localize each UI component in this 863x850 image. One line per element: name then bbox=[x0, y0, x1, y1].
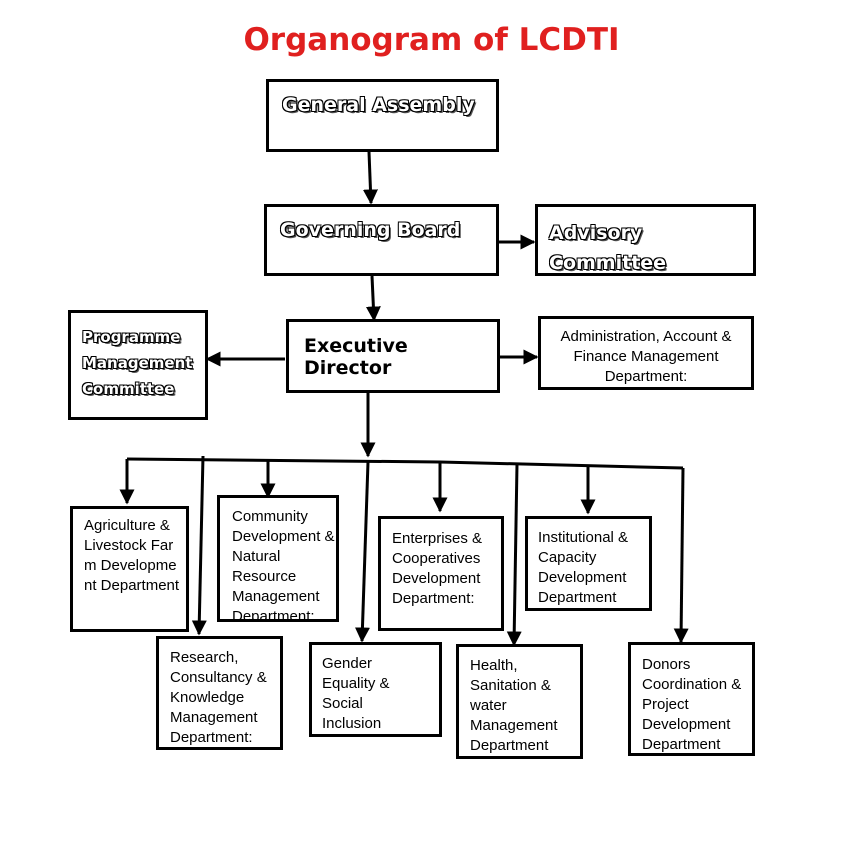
donors-label: Donors Coordination & Project Developmen… bbox=[642, 656, 742, 753]
arrow-assembly-to-board bbox=[362, 151, 378, 205]
donors-box: Donors Coordination & Project Developmen… bbox=[628, 642, 755, 756]
research-label: Research, Consultancy & Knowledge Manage… bbox=[170, 649, 267, 746]
advisory-committee-box: Advisory Committee bbox=[535, 204, 756, 276]
institutional-box: Institutional & Capacity Development Dep… bbox=[525, 516, 652, 611]
general-assembly-label: General Assembly bbox=[282, 94, 475, 116]
department-bus-line bbox=[126, 457, 684, 470]
institutional-label: Institutional & Capacity Development Dep… bbox=[538, 529, 629, 606]
gender-box: Gender Equality & Social Inclusion bbox=[309, 642, 442, 737]
agriculture-box: Agriculture & Livestock Farm Development… bbox=[70, 506, 189, 632]
governing-board-box: Governing Board bbox=[264, 204, 499, 276]
community-label: Community Development & Natural Resource… bbox=[232, 508, 335, 622]
agriculture-label: Agriculture & Livestock Farm Development… bbox=[84, 517, 180, 594]
community-box: Community Development & Natural Resource… bbox=[217, 495, 339, 622]
enterprises-label: Enterprises & Cooperatives Development D… bbox=[392, 530, 483, 607]
health-label: Health, Sanitation & water Management De… bbox=[470, 657, 558, 754]
general-assembly-box: General Assembly bbox=[266, 79, 499, 152]
arrow-board-to-director bbox=[365, 275, 381, 322]
admin-department-box: Administration, Account & Finance Manage… bbox=[538, 316, 754, 390]
governing-board-label: Governing Board bbox=[280, 219, 461, 241]
arrow-to-research bbox=[191, 455, 207, 636]
programme-committee-box: Programme Management Committee bbox=[68, 310, 208, 420]
chart-title: Organogram of LCDTI bbox=[243, 22, 620, 58]
enterprises-box: Enterprises & Cooperatives Development D… bbox=[378, 516, 504, 631]
arrow-to-health bbox=[506, 463, 522, 647]
gender-label: Gender Equality & Social Inclusion bbox=[322, 655, 390, 732]
health-box: Health, Sanitation & water Management De… bbox=[456, 644, 583, 759]
programme-committee-label: Programme Management Committee bbox=[82, 328, 193, 398]
arrow-to-gender bbox=[354, 461, 370, 643]
executive-director-label: Executive Director bbox=[304, 335, 408, 379]
arrow-to-donors bbox=[673, 467, 689, 644]
admin-department-label: Administration, Account & Finance Manage… bbox=[560, 328, 732, 385]
advisory-committee-label: Advisory Committee bbox=[549, 222, 667, 274]
research-box: Research, Consultancy & Knowledge Manage… bbox=[156, 636, 283, 750]
executive-director-box: Executive Director bbox=[286, 319, 500, 393]
